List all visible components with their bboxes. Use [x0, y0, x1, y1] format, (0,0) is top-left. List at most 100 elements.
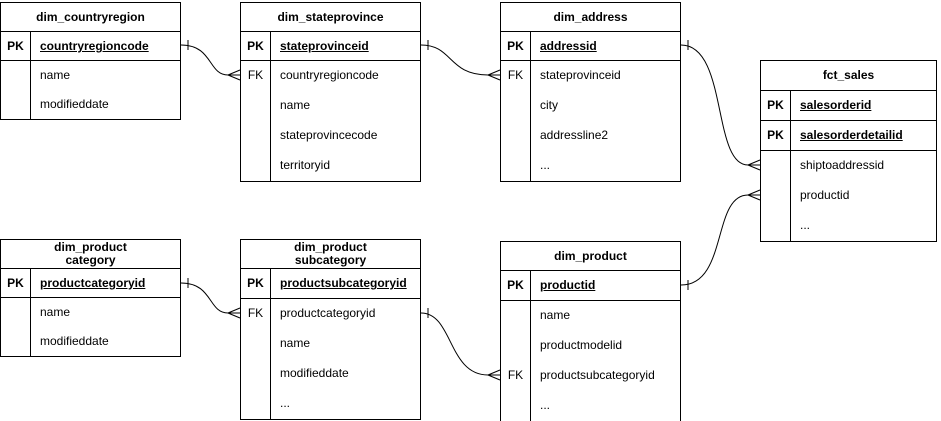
entity-dim-product[interactable]: dim_product PK productid name productmod… [500, 241, 681, 421]
table-row[interactable]: ... [241, 389, 420, 419]
table-row[interactable]: FK productsubcategoryid [501, 361, 680, 391]
table-row[interactable]: ... [501, 151, 680, 181]
relationship-line [180, 44, 229, 76]
connector-countryregion-stateprovince[interactable] [180, 40, 241, 81]
field-name: modifieddate [40, 97, 109, 111]
entity-dim-stateprovince[interactable]: dim_stateprovince PK stateprovinceid FK … [240, 2, 421, 182]
field-name: shiptoaddressid [800, 158, 885, 172]
table-row[interactable]: name [241, 91, 420, 121]
entity-title: dim_countryregion [1, 3, 180, 32]
table-row[interactable]: PK salesorderdetailid [761, 121, 936, 151]
table-row[interactable]: modifieddate [1, 90, 180, 119]
connector-product-fctsales[interactable] [680, 189, 761, 290]
table-row[interactable]: productmodelid [501, 331, 680, 361]
key-label [1, 90, 31, 119]
table-row[interactable]: FK countryregioncode [241, 61, 420, 91]
table-row[interactable]: name [241, 329, 420, 359]
table-row[interactable]: shiptoaddressid [761, 151, 936, 181]
field-name: stateprovincecode [280, 128, 378, 142]
field-name: salesorderid [800, 98, 872, 112]
table-row[interactable]: PK productsubcategoryid [241, 269, 420, 299]
connector-productcategory-productsubcategory[interactable] [180, 278, 241, 319]
key-label [241, 151, 271, 181]
many-cardinality-marker [227, 307, 241, 319]
field-name: city [540, 98, 558, 112]
table-row[interactable]: modifieddate [241, 359, 420, 389]
key-label [501, 121, 531, 151]
table-row[interactable]: ... [501, 391, 680, 421]
table-row[interactable]: city [501, 91, 680, 121]
entity-title: dim_product [501, 242, 680, 271]
table-row[interactable]: PK countryregioncode [1, 32, 180, 61]
table-row[interactable]: name [1, 61, 180, 90]
relationship-line [420, 312, 489, 376]
key-label: PK [501, 32, 531, 60]
field-name: ... [280, 396, 291, 410]
entity-dim-address[interactable]: dim_address PK addressid FK stateprovinc… [500, 2, 681, 182]
field-name: territoryid [280, 158, 331, 172]
table-row[interactable]: PK productid [501, 271, 680, 301]
field-name: ... [540, 158, 551, 172]
field-name: stateprovinceid [280, 39, 369, 53]
key-label [501, 301, 531, 331]
field-name: name [40, 305, 71, 319]
key-label [241, 91, 271, 121]
field-name: name [280, 98, 311, 112]
entity-fct-sales[interactable]: fct_sales PK salesorderid PK salesorderd… [760, 60, 937, 242]
table-row[interactable]: name [1, 298, 180, 327]
table-row[interactable]: PK addressid [501, 32, 680, 61]
key-label [501, 91, 531, 121]
field-name: stateprovinceid [540, 68, 621, 82]
field-name: countryregioncode [40, 39, 149, 53]
key-label [1, 327, 31, 356]
table-row[interactable]: FK stateprovinceid [501, 61, 680, 91]
entity-title: fct_sales [761, 61, 936, 91]
field-name: productmodelid [540, 338, 623, 352]
table-row[interactable]: territoryid [241, 151, 420, 181]
key-label [241, 389, 271, 419]
key-label [761, 181, 791, 211]
field-name: ... [800, 218, 811, 232]
table-row[interactable]: PK productcategoryid [1, 269, 180, 298]
field-name: productcategoryid [40, 276, 146, 290]
connector-productsubcategory-product[interactable] [420, 308, 501, 381]
entity-dim-countryregion[interactable]: dim_countryregion PK countryregioncode n… [0, 2, 181, 120]
many-cardinality-marker [747, 159, 761, 171]
many-cardinality-marker [487, 69, 501, 81]
table-row[interactable]: addressline2 [501, 121, 680, 151]
field-name: productsubcategoryid [540, 368, 655, 382]
field-name: addressid [540, 39, 597, 53]
connector-stateprovince-address[interactable] [420, 40, 501, 81]
table-row[interactable]: name [501, 301, 680, 331]
field-name: countryregioncode [280, 68, 379, 82]
key-label: FK [241, 299, 271, 329]
table-row[interactable]: PK stateprovinceid [241, 32, 420, 61]
table-row[interactable]: stateprovincecode [241, 121, 420, 151]
key-label [501, 331, 531, 361]
entity-title: dim_address [501, 3, 680, 32]
key-label [501, 391, 531, 421]
field-name: productid [540, 278, 596, 292]
key-label: PK [761, 121, 791, 150]
relationship-line [420, 44, 489, 76]
table-row[interactable]: ... [761, 211, 936, 241]
key-label: PK [501, 271, 531, 300]
key-label: FK [501, 361, 531, 391]
table-row[interactable]: FK productcategoryid [241, 299, 420, 329]
relationship-line [180, 282, 229, 314]
key-label [241, 121, 271, 151]
table-row[interactable]: PK salesorderid [761, 91, 936, 121]
entity-title: dim_stateprovince [241, 3, 420, 32]
field-name: name [540, 308, 571, 322]
many-cardinality-marker [227, 69, 241, 81]
relationship-line [680, 194, 749, 286]
table-row[interactable]: productid [761, 181, 936, 211]
field-name: name [280, 336, 311, 350]
connector-address-fctsales[interactable] [680, 40, 761, 171]
field-name: productsubcategoryid [280, 276, 407, 290]
table-row[interactable]: modifieddate [1, 327, 180, 356]
